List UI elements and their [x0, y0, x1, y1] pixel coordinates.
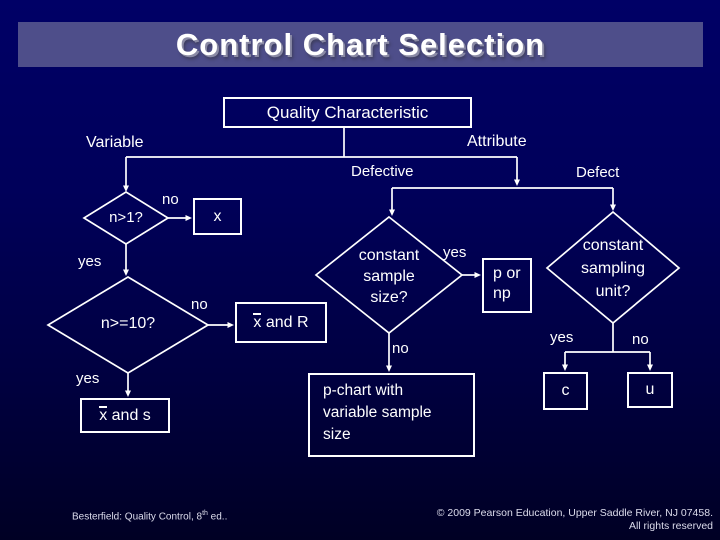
- decision-n-gte-10-label: n>=10?: [100, 315, 156, 332]
- footer-citation-sup: th: [202, 510, 208, 517]
- chart-box-xbar-r: x and R: [235, 302, 327, 343]
- chart-c-label: c: [561, 382, 570, 399]
- footer-copyright-line1: © 2009 Pearson Education, Upper Saddle R…: [436, 507, 713, 519]
- sample-size-line1: constant: [358, 247, 420, 264]
- sampling-unit-line1: constant: [582, 237, 644, 254]
- diamond-n-gt-1: [82, 191, 170, 245]
- and-r-text: and R: [261, 314, 309, 331]
- chart-box-x: x: [193, 198, 242, 235]
- p-variable-line3: size: [323, 426, 351, 443]
- p-variable-line1: p-chart with: [323, 382, 404, 399]
- branch-label-variable: Variable: [86, 134, 144, 151]
- sample-size-line3: size?: [370, 289, 408, 306]
- and-s-text: and s: [107, 407, 151, 424]
- footer-copyright: © 2009 Pearson Education, Upper Saddle R…: [437, 507, 713, 533]
- diamond-constant-sample-size: [314, 215, 464, 335]
- sampling-unit-line3: unit?: [595, 283, 631, 300]
- edge-label-n1-no: no: [162, 191, 179, 208]
- xbar-symbol: x: [253, 313, 262, 331]
- chart-box-xbar-s: x and s: [80, 398, 170, 433]
- chart-xbar-s-label: x and s: [99, 406, 151, 425]
- chart-box-c: c: [543, 372, 588, 410]
- quality-characteristic-label: Quality Characteristic: [266, 102, 429, 122]
- p-or-np-line2: np: [493, 285, 511, 302]
- decision-n-gt-1-label: n>1?: [109, 209, 143, 226]
- edge-label-unit-no: no: [632, 331, 649, 348]
- footer-copyright-line2: All rights reserved: [628, 520, 713, 532]
- footer-citation: Besterfield: Quality Control, 8th ed..: [72, 510, 227, 522]
- chart-box-p-or-np: p or np: [482, 258, 532, 313]
- edge-label-unit-yes: yes: [550, 329, 574, 346]
- edge-label-size-yes: yes: [443, 244, 467, 261]
- title-bar: Control Chart Selection: [18, 22, 703, 67]
- slide-title: Control Chart Selection: [175, 26, 546, 62]
- edge-label-n10-yes: yes: [76, 370, 100, 387]
- edge-label-size-no: no: [392, 340, 409, 357]
- edge-unit-split: [565, 323, 650, 353]
- p-variable-line2: variable sample: [323, 404, 432, 421]
- sample-size-line2: sample: [363, 268, 415, 285]
- decision-constant-sample-size-label: constant sample size?: [329, 245, 449, 308]
- branch-label-defective: Defective: [351, 163, 414, 180]
- chart-box-u: u: [627, 372, 673, 408]
- footer-citation-pre: Besterfield: Quality Control, 8: [72, 511, 203, 523]
- diamond-n-gte-10: [46, 276, 210, 374]
- chart-u-label: u: [645, 381, 655, 398]
- decision-constant-sampling-unit-label: constant sampling unit?: [553, 234, 673, 303]
- sampling-unit-line2: sampling: [580, 260, 646, 277]
- chart-x-label: x: [213, 207, 222, 225]
- xbar-symbol: x: [99, 406, 108, 424]
- branch-label-attribute: Attribute: [467, 133, 527, 150]
- p-or-np-line1: p or: [493, 265, 521, 282]
- footer-citation-post: ed..: [207, 511, 228, 523]
- diamond-constant-sampling-unit: [545, 210, 681, 325]
- branch-label-defect: Defect: [576, 164, 620, 181]
- edge-label-n1-yes: yes: [78, 253, 102, 270]
- quality-characteristic-box: Quality Characteristic: [223, 97, 472, 128]
- edge-label-n10-no: no: [191, 296, 208, 313]
- chart-box-p-variable: p-chart with variable sample size: [308, 373, 475, 457]
- chart-xbar-r-label: x and R: [253, 313, 309, 332]
